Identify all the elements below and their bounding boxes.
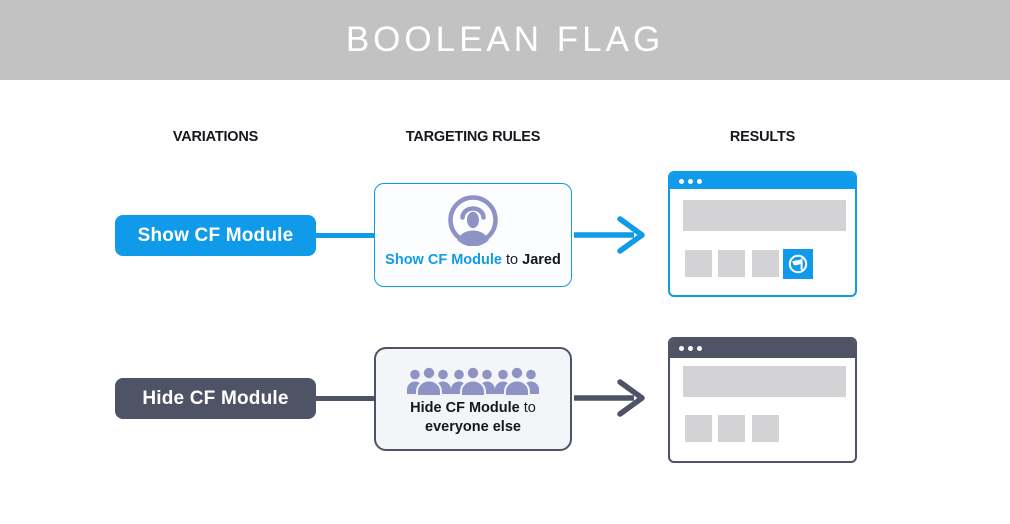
- variation-hide-cf-module: Hide CF Module: [115, 378, 316, 419]
- placeholder-banner: [683, 200, 846, 231]
- arrow-right-icon: [574, 216, 645, 254]
- rule-audience: everyone else: [425, 419, 521, 436]
- window-dot: [697, 346, 702, 351]
- page-title: BOOLEAN FLAG: [345, 20, 665, 59]
- targeting-rule-card-hide: Hide CF Module to everyone else: [374, 347, 572, 451]
- placeholder-block: [752, 250, 779, 277]
- crowd-icon: [407, 365, 539, 397]
- rule-audience: Jared: [522, 252, 561, 269]
- column-label-targeting-rules: TARGETING RULES: [405, 129, 541, 145]
- browser-titlebar: [670, 339, 855, 358]
- rule-text: Hide CF Module to everyone else: [410, 399, 536, 438]
- window-dot: [679, 346, 684, 351]
- placeholder-banner: [683, 366, 846, 397]
- placeholder-block: [718, 250, 745, 277]
- browser-content: [670, 358, 855, 461]
- column-label-variations: VARIATIONS: [172, 129, 259, 145]
- variation-show-cf-module: Show CF Module: [115, 215, 316, 256]
- window-dot: [697, 178, 702, 184]
- placeholder-block: [685, 250, 712, 277]
- feature-flag-icon: [788, 254, 808, 274]
- placeholder-block: [718, 415, 745, 442]
- rule-text: Show CF Module to Jared: [385, 251, 561, 271]
- window-dot: [688, 346, 693, 351]
- rule-flag-name: Hide CF Module: [410, 399, 520, 416]
- arrow-right-icon: [574, 379, 645, 417]
- cf-module-block: [783, 249, 813, 279]
- rule-flag-name: Show CF Module: [385, 252, 502, 269]
- window-dot: [679, 178, 684, 184]
- targeting-rule-card-show: Show CF Module to Jared: [374, 183, 572, 287]
- window-dot: [688, 178, 693, 184]
- placeholder-block: [752, 415, 779, 442]
- column-label-results: RESULTS: [729, 129, 796, 145]
- placeholder-block: [685, 415, 712, 442]
- browser-content: [670, 189, 855, 295]
- header-banner: BOOLEAN FLAG: [0, 0, 1010, 80]
- user-circle-icon: [448, 195, 498, 246]
- connector-line: [312, 233, 376, 238]
- rule-connector: to: [523, 399, 536, 416]
- connector-line: [312, 396, 376, 401]
- browser-titlebar: [670, 173, 855, 189]
- result-browser-show: [668, 171, 857, 297]
- rule-connector: to: [506, 252, 519, 269]
- result-browser-hide: [668, 337, 857, 463]
